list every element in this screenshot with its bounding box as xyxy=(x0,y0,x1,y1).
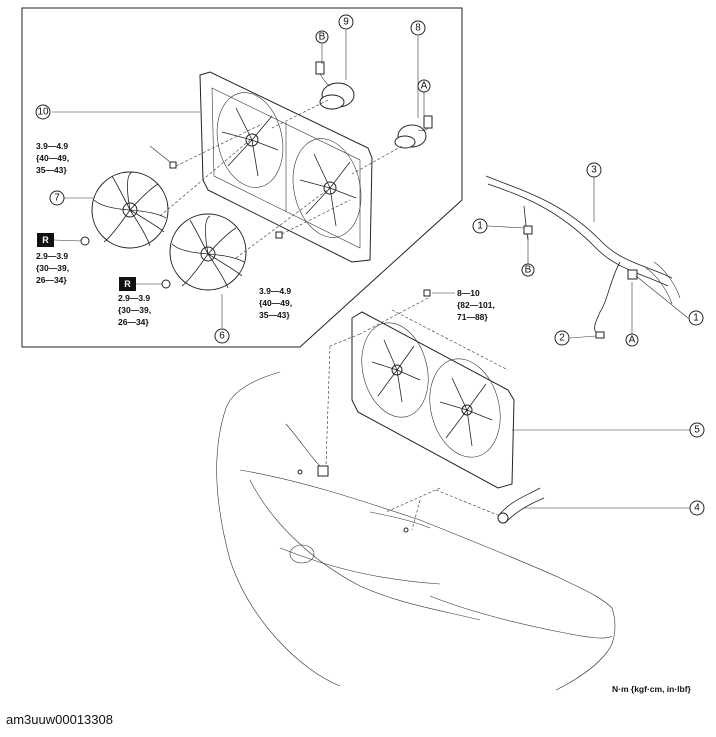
units-note: N·m {kgf·cm, in·lbf} xyxy=(612,684,692,694)
svg-text:{30—39,: {30—39, xyxy=(36,263,69,273)
torque-bolt-lower: 8—10 {82—101, 71—88} xyxy=(457,288,495,322)
lower-dashed-lines xyxy=(325,297,509,531)
svg-text:{40—49,: {40—49, xyxy=(259,298,292,308)
connector-a-top: A xyxy=(417,79,431,93)
svg-text:{30—39,: {30—39, xyxy=(118,305,151,315)
svg-text:35—43}: 35—43} xyxy=(259,310,290,320)
fan-blade-7 xyxy=(91,171,169,249)
connector-a-bottom: A xyxy=(625,333,639,347)
callout-1-upper: 1 xyxy=(472,218,488,234)
connector-b-bottom: B xyxy=(521,263,535,277)
svg-text:3.9—4.9: 3.9—4.9 xyxy=(259,286,291,296)
svg-text:1: 1 xyxy=(693,313,699,324)
svg-text:{82—101,: {82—101, xyxy=(457,300,495,310)
svg-text:5: 5 xyxy=(694,425,700,436)
callout-5: 5 xyxy=(689,422,705,438)
torque-bolt-upper-left: 3.9—4.9 {40—49, 35—43} xyxy=(36,141,69,175)
fan-shroud-assembly-inset xyxy=(199,71,373,263)
torque-nut-r-left: 2.9—3.9 {30—39, 26—34} xyxy=(36,251,69,285)
callout-3: 3 xyxy=(586,162,602,178)
svg-text:26—34}: 26—34} xyxy=(118,317,149,327)
fan-blade-6 xyxy=(169,213,247,291)
fan-motor-8 xyxy=(394,115,433,149)
svg-text:6: 6 xyxy=(219,331,225,342)
svg-text:8: 8 xyxy=(415,23,421,34)
figure-id: am3uuw00013308 xyxy=(6,712,113,727)
svg-text:35—43}: 35—43} xyxy=(36,165,67,175)
connector-b-top: B xyxy=(315,30,329,44)
callout-7: 7 xyxy=(49,190,65,206)
replace-mark-left: R xyxy=(37,233,54,247)
svg-text:A: A xyxy=(421,81,428,92)
wiring-harness-3 xyxy=(485,175,681,339)
svg-text:{40—49,: {40—49, xyxy=(36,153,69,163)
svg-text:2.9—3.9: 2.9—3.9 xyxy=(36,251,68,261)
svg-text:R: R xyxy=(124,279,131,289)
callout-8: 8 xyxy=(410,20,426,36)
svg-text:26—34}: 26—34} xyxy=(36,275,67,285)
inset-panel-border xyxy=(21,7,463,348)
nut-r-center xyxy=(161,279,171,289)
callout-2: 2 xyxy=(554,330,570,346)
bolt-upper-left xyxy=(169,161,177,169)
callout-9: 9 xyxy=(338,14,354,30)
svg-text:3.9—4.9: 3.9—4.9 xyxy=(36,141,68,151)
svg-text:4: 4 xyxy=(694,503,700,514)
fan-shroud-assembly-5 xyxy=(351,311,515,489)
lower-leader-lines xyxy=(512,429,690,509)
svg-text:71—88}: 71—88} xyxy=(457,312,488,322)
svg-text:2: 2 xyxy=(559,333,565,344)
svg-text:8—10: 8—10 xyxy=(457,288,480,298)
torque-bolt-center: 3.9—4.9 {40—49, 35—43} xyxy=(259,286,292,320)
svg-text:A: A xyxy=(629,335,636,346)
radiator-hose-4 xyxy=(497,487,545,524)
svg-text:10: 10 xyxy=(37,107,49,118)
svg-text:B: B xyxy=(525,265,532,276)
callout-1-lower: 1 xyxy=(688,310,704,326)
svg-text:B: B xyxy=(319,32,326,43)
svg-text:2.9—3.9: 2.9—3.9 xyxy=(118,293,150,303)
svg-text:R: R xyxy=(42,235,49,245)
vehicle-front-outline xyxy=(216,371,616,691)
bolt-center xyxy=(275,231,283,239)
torque-nut-r-center: 2.9—3.9 {30—39, 26—34} xyxy=(118,293,151,327)
fan-motor-9 xyxy=(315,61,355,110)
nut-r-left xyxy=(80,236,90,246)
svg-text:3: 3 xyxy=(591,165,597,176)
bolt-lower xyxy=(423,289,431,297)
inset-leader-lines xyxy=(52,30,425,328)
harness-leader-lines xyxy=(487,176,689,339)
replace-mark-center: R xyxy=(119,277,136,291)
callout-6: 6 xyxy=(214,328,230,344)
svg-text:7: 7 xyxy=(54,193,60,204)
svg-text:1: 1 xyxy=(477,221,483,232)
callout-4: 4 xyxy=(689,500,705,516)
svg-text:9: 9 xyxy=(343,17,349,28)
inset-alignment-lines xyxy=(159,99,403,259)
callout-10: 10 xyxy=(35,104,51,120)
